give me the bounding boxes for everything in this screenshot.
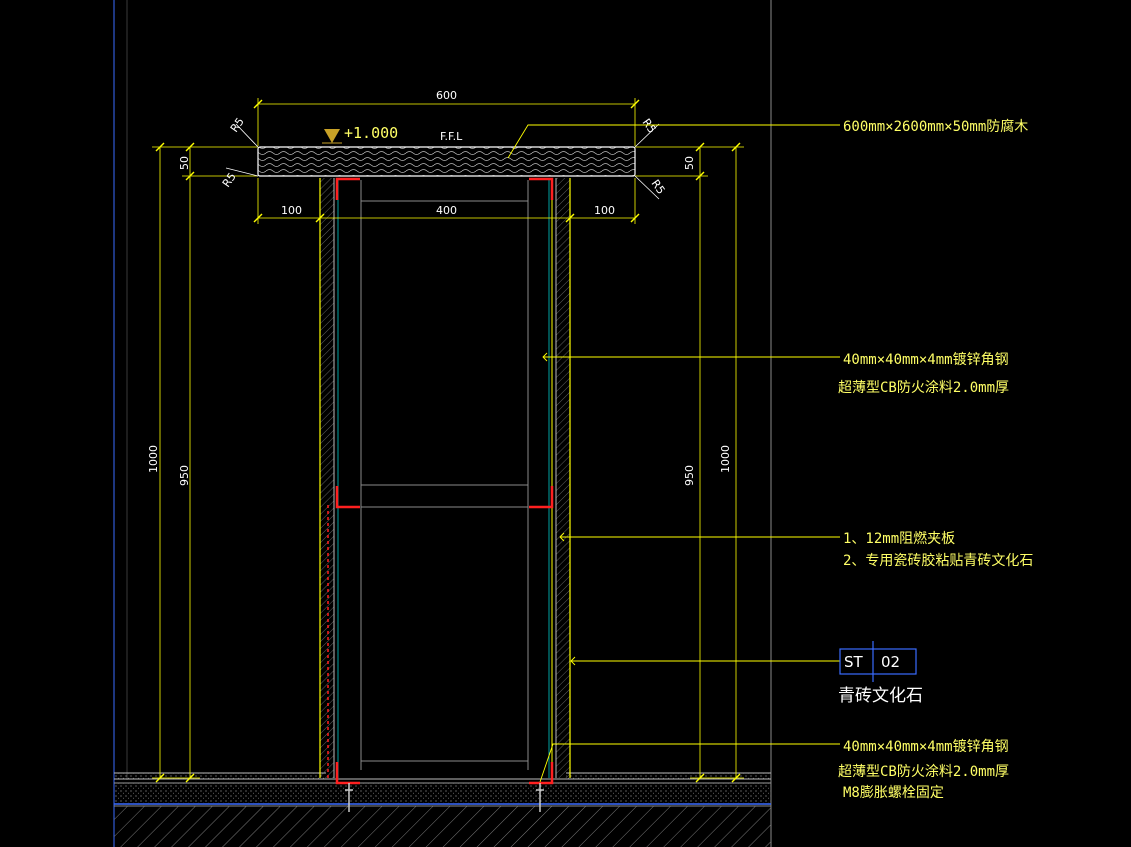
annotation-steel-lower-2: 超薄型CB防火涂料2.0mm厚 xyxy=(838,764,1009,780)
dim-top-width: 600 xyxy=(436,89,457,102)
dim-left-overhang: 100 xyxy=(281,204,302,217)
annotation-steel-lower-3: M8膨胀螺栓固定 xyxy=(843,784,944,801)
radius-tr: R5 xyxy=(640,116,659,135)
left-post xyxy=(319,178,339,778)
horizontal-dimensions xyxy=(253,98,640,224)
dim-left-inner-height: 950 xyxy=(178,465,191,486)
wood-top-plank xyxy=(257,146,636,177)
dim-left-top-thickness: 50 xyxy=(178,156,191,170)
elevation-level: +1.000 xyxy=(344,124,398,142)
radius-bl: R5 xyxy=(220,170,239,189)
elevation-label: F.F.L xyxy=(440,130,463,143)
dim-core-width: 400 xyxy=(436,204,457,217)
tag-material-label: 青砖文化石 xyxy=(838,686,923,706)
annotation-wood-top: 600mm×2600mm×50mm防腐木 xyxy=(843,118,1028,135)
annotation-steel-upper-2: 超薄型CB防火涂料2.0mm厚 xyxy=(838,380,1009,396)
ground-layers xyxy=(114,772,771,847)
annotation-board-1: 1、12mm阻燃夹板 xyxy=(843,530,955,547)
annotation-steel-upper-1: 40mm×40mm×4mm镀锌角钢 xyxy=(843,351,1009,368)
inner-frame xyxy=(360,180,529,770)
radius-br: R5 xyxy=(649,177,668,196)
annotation-board-2: 2、专用瓷砖胶粘贴青砖文化石 xyxy=(843,552,1033,569)
angle-steels xyxy=(335,177,554,785)
dim-right-top-thickness: 50 xyxy=(683,156,696,170)
dim-right-overhang: 100 xyxy=(594,204,615,217)
radius-callouts xyxy=(225,123,660,200)
vertical-dimensions xyxy=(152,142,744,783)
right-post xyxy=(548,178,571,778)
anchor-bolts xyxy=(345,783,544,812)
dim-right-inner-height: 950 xyxy=(683,465,696,486)
tag-number: 02 xyxy=(881,653,900,671)
tag-code: ST xyxy=(844,653,864,671)
dim-right-total-height: 1000 xyxy=(719,445,732,473)
elevation-marker: +1.000 F.F.L xyxy=(322,124,463,144)
annotation-steel-lower-1: 40mm×40mm×4mm镀锌角钢 xyxy=(843,738,1009,755)
material-tag-st02: ST 02 xyxy=(839,641,917,682)
dim-left-total-height: 1000 xyxy=(147,445,160,473)
leader-lines xyxy=(507,124,840,783)
